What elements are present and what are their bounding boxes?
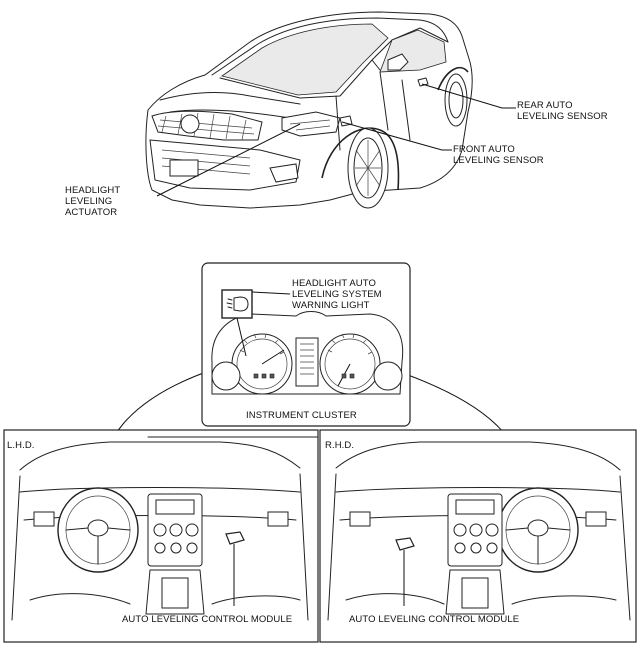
control-module-lhd-label: AUTO LEVELING CONTROL MODULE xyxy=(122,614,293,625)
rhd-panel xyxy=(319,429,637,643)
control-module-rhd-label: AUTO LEVELING CONTROL MODULE xyxy=(349,614,520,625)
front-auto-leveling-sensor-label: FRONT AUTO LEVELING SENSOR xyxy=(453,144,544,166)
instrument-cluster-callout xyxy=(201,262,411,427)
instrument-cluster-label: INSTRUMENT CLUSTER xyxy=(246,410,357,421)
rhd-label: R.H.D. xyxy=(325,440,355,451)
warning-light-label: HEADLIGHT AUTO LEVELING SYSTEM WARNING L… xyxy=(292,278,382,311)
headlight-leveling-actuator-label: HEADLIGHT LEVELING ACTUATOR xyxy=(65,185,121,218)
vehicle-illustration xyxy=(145,11,473,209)
rear-auto-leveling-sensor-label: REAR AUTO LEVELING SENSOR xyxy=(517,100,608,122)
lhd-label: L.H.D. xyxy=(7,440,35,451)
lhd-panel xyxy=(3,429,319,643)
